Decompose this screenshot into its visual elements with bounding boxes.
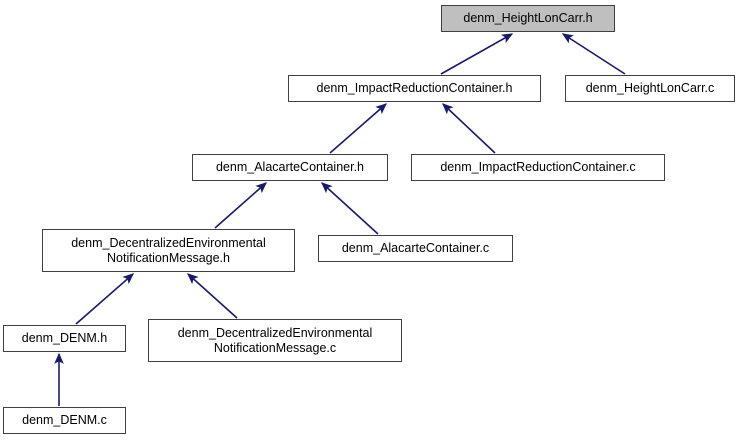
graph-node-label: denm_AlacarteContainer.c <box>341 241 490 255</box>
graph-node-denm_HeightLonCarr_c[interactable]: denm_HeightLonCarr.c <box>565 75 735 102</box>
dependency-edge-denm_ImpactReductionContainer_h-to-denm_HeightLonCarr_h <box>440 33 514 75</box>
dependency-edge-denm_DecentralizedEnvironmentalNotificationMessage_c-to-denm_DecentralizedEnvironmentalNotificationMessage_h <box>187 273 238 319</box>
graph-node-denm_DENM_h[interactable]: denm_DENM.h <box>3 325 126 352</box>
graph-node-denm_ImpactReductionContainer_c[interactable]: denm_ImpactReductionContainer.c <box>411 154 665 181</box>
graph-node-denm_DENM_c[interactable]: denm_DENM.c <box>3 407 126 434</box>
graph-node-denm_ImpactReductionContainer_h[interactable]: denm_ImpactReductionContainer.h <box>288 75 541 102</box>
graph-node-denm_AlacarteContainer_h[interactable]: denm_AlacarteContainer.h <box>192 154 388 181</box>
graph-node-label: denm_HeightLonCarr.c <box>585 81 715 95</box>
graph-node-denm_DecentralizedEnvironmentalNotificationMessage_c[interactable]: denm_DecentralizedEnvironmental Notifica… <box>148 319 402 362</box>
dependency-edge-denm_DecentralizedEnvironmentalNotificationMessage_h-to-denm_AlacarteContainer_h <box>214 182 267 229</box>
edges-group <box>54 33 626 406</box>
dependency-edge-denm_AlacarteContainer_h-to-denm_ImpactReductionContainer_h <box>329 103 387 154</box>
graph-node-label: denm_ImpactReductionContainer.h <box>316 81 513 95</box>
graph-node-label: denm_DENM.h <box>21 331 108 345</box>
graph-node-label: denm_HeightLonCarr.h <box>463 11 593 25</box>
graph-node-denm_DecentralizedEnvironmentalNotificationMessage_h[interactable]: denm_DecentralizedEnvironmental Notifica… <box>42 229 295 272</box>
dependency-edge-denm_HeightLonCarr_c-to-denm_HeightLonCarr_h <box>561 33 626 75</box>
dependency-edge-denm_DENM_h-to-denm_DecentralizedEnvironmentalNotificationMessage_h <box>75 273 134 325</box>
graph-node-label: denm_AlacarteContainer.h <box>215 160 364 174</box>
graph-node-label: denm_DecentralizedEnvironmental Notifica… <box>71 235 266 265</box>
dependency-edge-denm_AlacarteContainer_c-to-denm_AlacarteContainer_h <box>321 182 379 235</box>
graph-node-denm_AlacarteContainer_c[interactable]: denm_AlacarteContainer.c <box>318 235 513 262</box>
graph-node-label: denm_DecentralizedEnvironmental Notifica… <box>177 325 373 355</box>
graph-node-label: denm_DENM.c <box>22 413 107 427</box>
graph-node-label: denm_ImpactReductionContainer.c <box>440 160 636 174</box>
graph-node-denm_HeightLonCarr_h[interactable]: denm_HeightLonCarr.h <box>441 5 615 32</box>
dependency-edge-denm_ImpactReductionContainer_c-to-denm_ImpactReductionContainer_h <box>442 103 496 154</box>
